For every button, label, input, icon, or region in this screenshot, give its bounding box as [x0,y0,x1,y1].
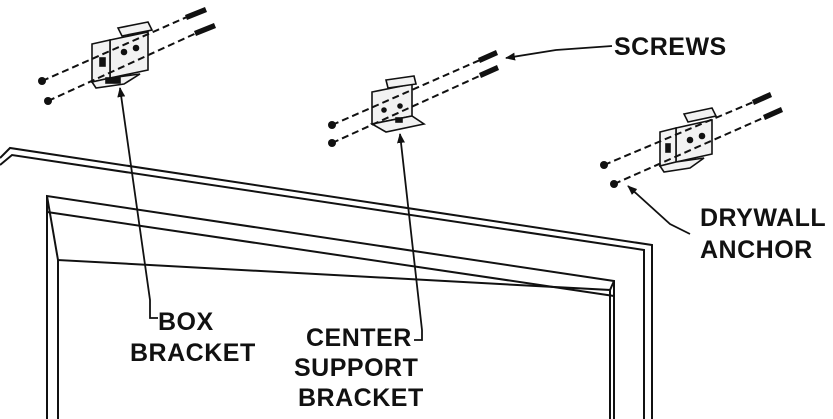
frame-outer-front-edge [0,153,645,419]
screws-label: SCREWS [614,33,727,61]
box-bracket-label-line2: BRACKET [130,339,256,367]
right-bracket-screw-heads [600,92,783,188]
drywall-anchor-leader [627,185,691,235]
center-support-label-line2: SUPPORT [294,354,418,382]
box-bracket-assembly [38,7,216,105]
frame-inner-edge [57,258,611,419]
frame-middle-edge [46,194,615,419]
frame-corner-bevel-right [609,280,615,291]
right-bracket [658,107,718,173]
center-support-label-line3: BRACKET [298,384,424,412]
right-bracket-screws [603,94,782,185]
box-bracket-screw-heads [38,7,216,105]
right-bracket-assembly [600,92,783,188]
frame-molding-line [46,211,615,297]
center-support-label-line1: CENTER [306,324,412,352]
center-support-bracket-assembly [328,50,499,147]
center-support-bracket [369,75,427,133]
labels: SCREWS DRYWALL ANCHOR BOX BRACKET CENTER… [130,33,826,412]
frame-outer-edge [0,146,653,419]
screws-leader [505,45,613,61]
center-support-leader [397,133,423,341]
drywall-anchor-label-line2: ANCHOR [700,236,813,264]
box-bracket-screws [41,8,215,102]
drywall-anchor-label-line1: DRYWALL [700,204,826,232]
box-bracket [90,21,154,89]
window-frame [0,146,653,419]
center-bracket-screws [331,52,498,144]
center-bracket-screw-heads [328,50,499,147]
frame-corner-bevel [46,195,59,261]
box-bracket-label-line1: BOX [158,308,214,336]
leader-lines [117,45,691,341]
box-bracket-leader [117,87,158,319]
